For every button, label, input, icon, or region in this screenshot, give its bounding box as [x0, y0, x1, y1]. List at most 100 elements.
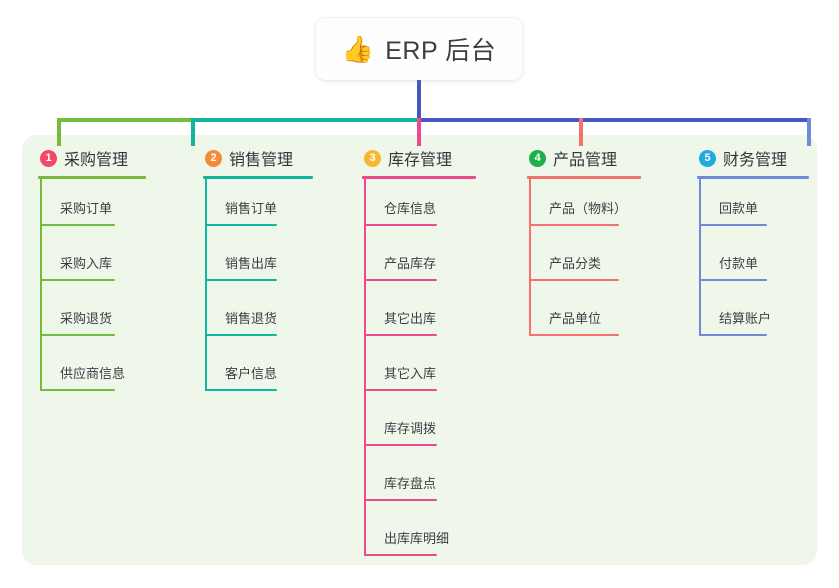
leaf-underline	[699, 224, 767, 226]
leaf-item[interactable]: 库存盘点	[362, 454, 476, 509]
leaf-label: 仓库信息	[384, 201, 437, 216]
leaf-underline	[529, 279, 619, 281]
branch-header-3[interactable]: 3 库存管理	[362, 146, 476, 170]
branch-title-2: 销售管理	[229, 152, 294, 169]
leaf-underline	[205, 279, 277, 281]
leaf-label: 付款单	[719, 256, 759, 271]
leaf-spine-2	[205, 179, 207, 391]
leaf-label: 结算账户	[719, 311, 772, 326]
leaf-list-1: 采购订单采购入库采购退货供应商信息	[38, 179, 146, 399]
leaf-label: 回款单	[719, 201, 759, 216]
branch-header-5[interactable]: 5 财务管理	[697, 146, 809, 170]
leaf-item[interactable]: 产品库存	[362, 234, 476, 289]
leaf-item[interactable]: 出库库明细	[362, 509, 476, 564]
root-node[interactable]: 👍 ERP 后台	[316, 18, 522, 80]
leaf-list-3: 仓库信息产品库存其它出库其它入库库存调拨库存盘点出库库明细	[362, 179, 476, 564]
leaf-underline	[364, 224, 437, 226]
branch-header-4[interactable]: 4 产品管理	[527, 146, 641, 170]
branch-underline-3	[362, 176, 476, 179]
leaf-underline	[364, 334, 437, 336]
branch-title-5: 财务管理	[723, 152, 788, 169]
leaf-spine-4	[529, 179, 531, 336]
leaf-spine-5	[699, 179, 701, 336]
leaf-label: 销售退货	[225, 311, 278, 326]
leaf-label: 采购订单	[60, 201, 113, 216]
leaf-label: 供应商信息	[60, 366, 126, 381]
branch-badge-3: 3	[364, 149, 381, 167]
leaf-list-5: 回款单付款单结算账户	[697, 179, 809, 344]
branch-title-4: 产品管理	[553, 152, 618, 169]
leaf-label: 产品库存	[384, 256, 437, 271]
leaf-item[interactable]: 销售出库	[203, 234, 313, 289]
leaf-item[interactable]: 采购订单	[38, 179, 146, 234]
branch-badge-2: 2	[205, 149, 222, 167]
leaf-item[interactable]: 结算账户	[697, 289, 809, 344]
leaf-label: 采购退货	[60, 311, 113, 326]
leaf-underline	[40, 224, 115, 226]
branch-header-1[interactable]: 1 采购管理	[38, 146, 146, 170]
leaf-item[interactable]: 产品（物料）	[527, 179, 641, 234]
leaf-label: 产品分类	[549, 256, 602, 271]
leaf-underline	[699, 279, 767, 281]
leaf-item[interactable]: 采购入库	[38, 234, 146, 289]
leaf-item[interactable]: 其它入库	[362, 344, 476, 399]
leaf-spine-1	[40, 179, 42, 391]
leaf-item[interactable]: 供应商信息	[38, 344, 146, 399]
leaf-item[interactable]: 其它出库	[362, 289, 476, 344]
leaf-item[interactable]: 库存调拨	[362, 399, 476, 454]
leaf-underline	[40, 389, 115, 391]
branch-column-2: 2 销售管理销售订单销售出库销售退货客户信息	[203, 146, 313, 399]
leaf-label: 销售出库	[225, 256, 278, 271]
leaf-label: 产品单位	[549, 311, 602, 326]
leaf-underline	[364, 499, 437, 501]
leaf-underline	[205, 389, 277, 391]
leaf-label: 其它出库	[384, 311, 437, 326]
leaf-item[interactable]: 仓库信息	[362, 179, 476, 234]
leaf-label: 出库库明细	[384, 531, 450, 546]
branch-column-4: 4 产品管理产品（物料） 产品分类产品单位	[527, 146, 641, 344]
branch-column-5: 5 财务管理回款单付款单结算账户	[697, 146, 809, 344]
leaf-item[interactable]: 回款单	[697, 179, 809, 234]
leaf-label: 库存调拨	[384, 421, 437, 436]
leaf-label: 库存盘点	[384, 476, 437, 491]
branch-header-2[interactable]: 2 销售管理	[203, 146, 313, 170]
leaf-label: 产品（物料）	[549, 201, 628, 216]
leaf-underline	[40, 279, 115, 281]
branch-badge-5: 5	[699, 149, 716, 167]
leaf-underline	[205, 224, 277, 226]
leaf-underline	[205, 334, 277, 336]
leaf-item[interactable]: 采购退货	[38, 289, 146, 344]
branch-badge-4: 4	[529, 149, 546, 167]
leaf-underline	[529, 334, 619, 336]
leaf-list-2: 销售订单销售出库销售退货客户信息	[203, 179, 313, 399]
mindmap-panel	[22, 135, 817, 565]
leaf-underline	[40, 334, 115, 336]
branch-title-1: 采购管理	[64, 152, 129, 169]
branch-underline-5	[697, 176, 809, 179]
branch-badge-1: 1	[40, 149, 57, 167]
leaf-item[interactable]: 产品分类	[527, 234, 641, 289]
leaf-label: 销售订单	[225, 201, 278, 216]
leaf-item[interactable]: 付款单	[697, 234, 809, 289]
thumbs-up-icon: 👍	[341, 34, 375, 64]
leaf-label: 客户信息	[225, 366, 278, 381]
leaf-underline	[364, 279, 437, 281]
leaf-item[interactable]: 客户信息	[203, 344, 313, 399]
leaf-label: 采购入库	[60, 256, 113, 271]
leaf-list-4: 产品（物料） 产品分类产品单位	[527, 179, 641, 344]
leaf-item[interactable]: 销售订单	[203, 179, 313, 234]
leaf-label: 其它入库	[384, 366, 437, 381]
leaf-item[interactable]: 产品单位	[527, 289, 641, 344]
leaf-underline	[364, 444, 437, 446]
branch-column-3: 3 库存管理仓库信息产品库存其它出库其它入库库存调拨库存盘点出库库明细	[362, 146, 476, 564]
leaf-underline	[364, 389, 437, 391]
root-title: ERP 后台	[385, 37, 497, 65]
leaf-underline	[364, 554, 437, 556]
branch-column-1: 1 采购管理采购订单采购入库采购退货供应商信息	[38, 146, 146, 399]
leaf-spine-3	[364, 179, 366, 556]
branch-title-3: 库存管理	[388, 152, 453, 169]
branch-underline-4	[527, 176, 641, 179]
branch-underline-2	[203, 176, 313, 179]
leaf-item[interactable]: 销售退货	[203, 289, 313, 344]
